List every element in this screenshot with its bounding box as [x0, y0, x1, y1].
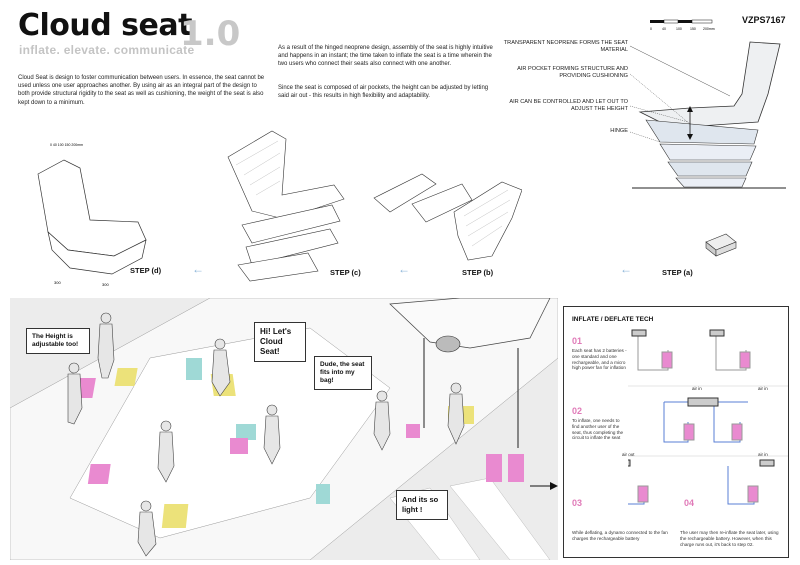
arrow-left-icon: ←: [192, 262, 204, 276]
step-b-drawing: [373, 173, 522, 261]
scene-illustration: [10, 298, 558, 560]
project-code: VZPS7167: [742, 15, 786, 25]
scale-label: 100: [676, 27, 682, 31]
speech-bubble: Hi! Let's Cloud Seat!: [254, 322, 306, 362]
panel-title: INFLATE / DEFLATE TECH: [572, 316, 654, 323]
scale-label: 0: [650, 27, 652, 31]
panel-step-text: To inflate, one needs to find another us…: [572, 418, 624, 441]
step-d-label: STEP (d): [130, 266, 162, 275]
callout-air-control: AIR CAN BE CONTROLLED AND LET OUT TO ADJ…: [509, 99, 628, 112]
scale-label: 200mm: [703, 27, 715, 31]
scale-label: 40: [662, 27, 666, 31]
step-b-label: STEP (b): [462, 268, 494, 277]
circuit-diagrams: [628, 329, 788, 505]
page-title: Cloud seat: [18, 8, 192, 43]
scale-bar: 0 40 100 150 200mm: [650, 19, 715, 31]
panel-step-number: 04: [684, 498, 695, 508]
page-subtitle: inflate. elevate. communicate: [19, 43, 195, 57]
step-d-scale: 0 40 100 150 200mm: [50, 143, 83, 147]
seat-section-diagram: [630, 41, 786, 189]
panel-step-text: The user may then re-inflate the seat la…: [680, 530, 779, 547]
callout-hinge: HINGE: [610, 128, 628, 134]
dimension-label: 300: [102, 282, 109, 287]
height-text: Since the seat is composed of air pocket…: [278, 85, 489, 100]
inflate-deflate-panel: [563, 306, 789, 558]
callout-air-pocket: AIR POCKET FORMING STRUCTURE AND PROVIDI…: [517, 66, 628, 79]
scale-label: 150: [690, 27, 696, 31]
arrow-left-icon: ←: [620, 262, 632, 276]
speech-bubble: The Height is adjustable too!: [26, 328, 90, 354]
speech-bubble: Dude, the seat fits into my bag!: [314, 356, 372, 390]
assembly-text: As a result of the hinged neoprene desig…: [278, 45, 493, 68]
air-label: air in: [758, 386, 768, 391]
step-c-drawing: [227, 130, 345, 282]
speech-bubble: And its so light !: [396, 490, 448, 520]
step-d-drawing: 0 40 100 150 200mm 300 300: [37, 143, 147, 287]
panel-step-number: 01: [572, 336, 583, 346]
arrow-left-icon: ←: [398, 262, 410, 276]
panel-step-number: 03: [572, 498, 583, 508]
callout-neoprene: TRANSPARENT NEOPRENE FORMS THE SEAT MATE…: [503, 40, 628, 53]
step-a-drawing: [705, 233, 737, 257]
dimension-label: 300: [54, 280, 61, 285]
air-label: air in: [692, 386, 702, 391]
panel-step-number: 02: [572, 406, 583, 416]
air-label: air in: [758, 452, 768, 457]
panel-step-text: Each seat has 2 batteries - one standard…: [572, 348, 627, 371]
version-label: 1.0: [180, 14, 241, 54]
step-a-label: STEP (a): [662, 268, 693, 277]
intro-text: Cloud Seat is design to foster communica…: [18, 75, 265, 106]
step-c-label: STEP (c): [330, 268, 361, 277]
air-label: air out: [622, 452, 635, 457]
panel-step-text: While deflating, a dynamo connected to t…: [572, 530, 668, 541]
